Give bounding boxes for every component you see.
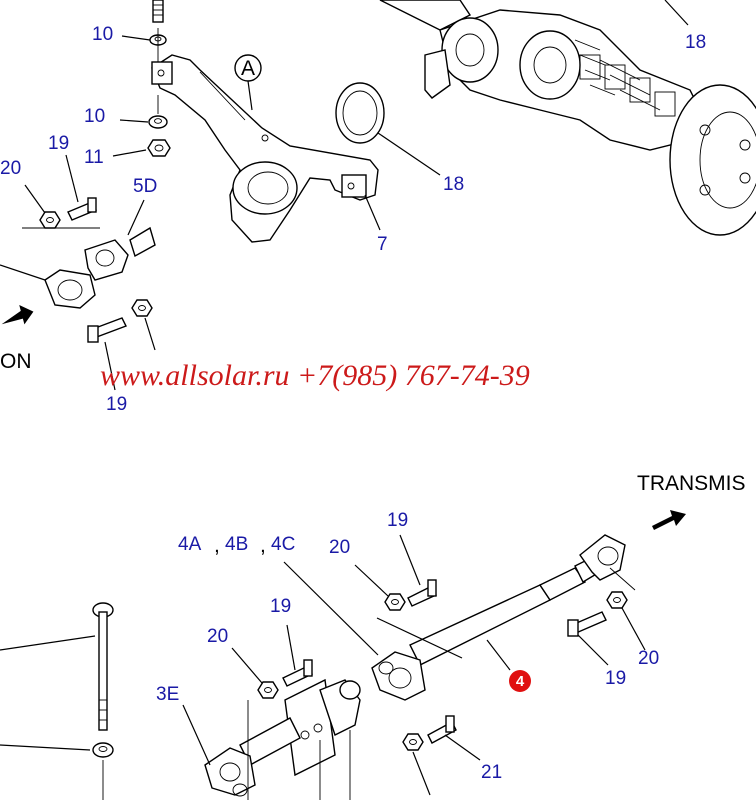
nut-20-left: [39, 211, 61, 229]
label-transmis: TRANSMIS: [637, 472, 746, 495]
label-19-right: 19: [605, 668, 626, 689]
highlight-callout-4: [509, 670, 531, 692]
label-4c: 4C: [271, 534, 295, 555]
label-19-mid: 19: [270, 596, 291, 617]
arrow-left-icon: [1, 305, 34, 325]
label-21: 21: [481, 762, 502, 783]
label-10-mid: 10: [84, 106, 105, 127]
arrow-right-icon: [652, 510, 686, 530]
label-comma-1: ,: [214, 534, 220, 557]
long-bolt: [92, 602, 114, 731]
bolt-21: [427, 715, 457, 744]
label-4b: 4B: [225, 534, 248, 555]
axle-housing: [379, 0, 756, 236]
label-19-partial: 19: [106, 394, 127, 415]
label-a: A: [241, 57, 255, 80]
top-bolt: [152, 0, 164, 23]
support-bracket: [151, 54, 379, 243]
label-11: 11: [84, 147, 104, 168]
shaft-3e: [204, 678, 361, 800]
shaft-5d: [0, 199, 156, 309]
washer-10-mid: [148, 115, 168, 129]
bolt-19-left: [67, 197, 97, 221]
nut-20-upper: [384, 593, 406, 611]
shim-18: [335, 82, 385, 144]
label-comma-2: ,: [260, 534, 266, 557]
nut-20-lower: [131, 299, 153, 317]
nut-20-right: [606, 591, 628, 609]
label-4-highlight: 4: [516, 673, 525, 690]
label-3e: 3E: [156, 684, 179, 705]
bolt-19-lower: [87, 317, 127, 343]
label-18-mid: 18: [443, 174, 464, 195]
label-20-mid: 20: [207, 626, 228, 647]
label-10-top: 10: [92, 24, 113, 45]
label-20-upper: 20: [329, 537, 350, 558]
label-20-right: 20: [638, 648, 659, 669]
label-19-upper: 19: [387, 510, 408, 531]
washer-bottom: [92, 742, 114, 758]
watermark: www.allsolar.ru +7(985) 767-74-39: [100, 359, 530, 392]
nut-bottom: [402, 733, 424, 751]
nut-11: [147, 139, 171, 157]
label-7: 7: [377, 234, 388, 255]
propeller-shaft-4: [371, 534, 626, 701]
label-19-top-left: 19: [48, 133, 69, 154]
label-4a: 4A: [178, 534, 202, 555]
label-on: ON: [0, 350, 32, 373]
label-5d: 5D: [133, 176, 157, 197]
nut-20-mid: [257, 681, 279, 699]
bolt-19-mid: [282, 659, 313, 687]
bolt-19-upper: [407, 579, 437, 607]
label-18-top: 18: [685, 32, 706, 53]
label-20-top-left: 20: [0, 158, 21, 179]
bolt-19-right: [567, 611, 607, 637]
